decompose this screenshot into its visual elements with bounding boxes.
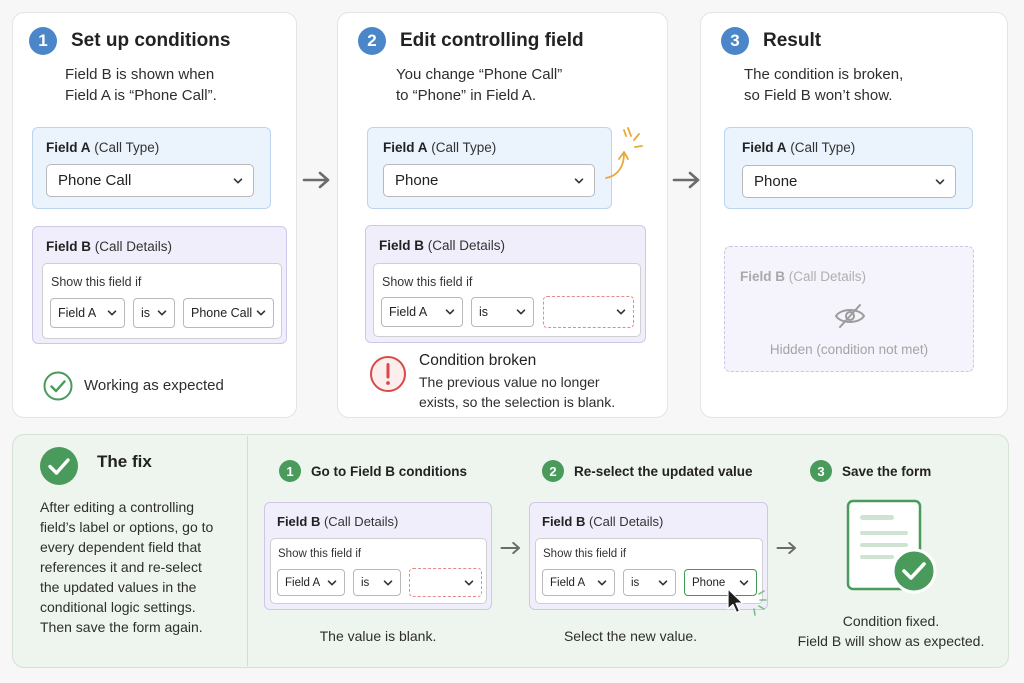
step2-cond-field-select[interactable]: Field A (381, 297, 463, 327)
step2-field-b-label: Field B (Call Details) (379, 238, 506, 253)
fix-step3-title: Save the form (842, 463, 932, 479)
step1-number-badge: 1 (29, 27, 57, 55)
fix-step2-cond-value-select[interactable]: Phone (684, 569, 757, 596)
fix-step2-title: Re-select the updated value (574, 463, 753, 479)
fix-step2-number-badge: 2 (542, 460, 564, 482)
step2-number-badge: 2 (358, 27, 386, 55)
arrow-right-icon (500, 540, 522, 556)
check-circle-icon (40, 447, 78, 485)
chevron-down-icon (574, 176, 584, 186)
step2-field-a-label: Field A (Call Type) (383, 140, 497, 155)
step2-header: 2 Edit controlling field (358, 27, 584, 55)
fix-description: After editing a controlling field’s labe… (40, 499, 214, 635)
fix-step3-number-badge: 3 (810, 460, 832, 482)
chevron-down-icon (157, 308, 167, 318)
step3-description: The condition is broken, so Field B won’… (744, 66, 904, 104)
step1-description: Field B is shown when Field A is “Phone … (65, 66, 217, 104)
step2-cond-op-select[interactable]: is (471, 297, 534, 327)
fix-title: The fix (97, 452, 152, 471)
step2-title: Edit controlling field (400, 30, 584, 51)
fix-step2-show-if-label: Show this field if (543, 548, 627, 560)
step1-cond-field-select[interactable]: Field A (50, 298, 125, 328)
step3-field-a-label: Field A (Call Type) (742, 140, 856, 155)
chevron-down-icon (464, 578, 474, 588)
step1-header: 1 Set up conditions (29, 27, 230, 55)
step2-panel (337, 12, 668, 418)
fix-step1-cond-value-select-blank[interactable] (409, 568, 482, 597)
fix-step1-field-b-label: Field B (Call Details) (277, 514, 399, 529)
fix-step1-cond-field-select[interactable]: Field A (277, 569, 345, 596)
step3-hidden-text: Hidden (condition not met) (769, 342, 929, 357)
chevron-down-icon (935, 177, 945, 187)
chevron-down-icon (516, 307, 526, 317)
step1-field-b-label: Field B (Call Details) (46, 239, 173, 254)
chevron-down-icon (107, 308, 117, 318)
step2-description: You change “Phone Call” to “Phone” in Fi… (396, 66, 563, 104)
cursor-icon (727, 588, 767, 616)
chevron-down-icon (739, 578, 749, 588)
step1-title: Set up conditions (71, 30, 231, 51)
fix-step3-caption: Condition fixed. Field B will show as ex… (797, 613, 985, 649)
fix-step2-header: 2 Re-select the updated value (542, 460, 753, 482)
chevron-down-icon (383, 578, 393, 588)
step2-field-a-select[interactable]: Phone (383, 164, 595, 197)
step1-field-a-label: Field A (Call Type) (46, 140, 160, 155)
step1-cond-op-select[interactable]: is (133, 298, 175, 328)
step3-title: Result (763, 30, 822, 51)
step3-hidden-field-b (724, 246, 974, 372)
fix-step1-header: 1 Go to Field B conditions (279, 460, 467, 482)
step1-cond-value-select[interactable]: Phone Call (183, 298, 274, 328)
arrow-right-icon (672, 170, 702, 190)
step2-error-text: The previous value no longer exists, so … (419, 374, 616, 410)
fix-step2-field-b-label: Field B (Call Details) (542, 514, 664, 529)
arrow-right-icon (302, 170, 332, 190)
step2-cond-value-select-blank[interactable] (543, 296, 634, 328)
fix-step1-cond-op-select[interactable]: is (353, 569, 401, 596)
spark-icon (605, 127, 643, 179)
arrow-right-icon (776, 540, 798, 556)
fix-step2-cond-op-select[interactable]: is (623, 569, 676, 596)
fix-step2-caption: Select the new value. (563, 628, 698, 644)
step1-field-a-select[interactable]: Phone Call (46, 164, 254, 197)
fix-divider (247, 436, 248, 666)
step1-status-text: Working as expected (84, 377, 224, 394)
step3-number-badge: 3 (721, 27, 749, 55)
chevron-down-icon (233, 176, 243, 186)
chevron-down-icon (658, 578, 668, 588)
fix-panel (12, 434, 1009, 668)
check-circle-icon (43, 371, 73, 401)
step1-show-if-label: Show this field if (51, 275, 142, 289)
alert-circle-icon (370, 356, 406, 392)
fix-step1-show-if-label: Show this field if (278, 548, 362, 560)
fix-step1-caption: The value is blank. (319, 628, 437, 644)
eye-off-icon (834, 304, 866, 328)
chevron-down-icon (616, 307, 626, 317)
fix-step1-title: Go to Field B conditions (311, 463, 467, 479)
fix-step2-cond-field-select[interactable]: Field A (542, 569, 615, 596)
step2-show-if-label: Show this field if (382, 275, 473, 289)
step2-error-title: Condition broken (419, 352, 537, 369)
step3-field-b-label: Field B (Call Details) (740, 269, 867, 284)
fix-step3-header: 3 Save the form (810, 460, 931, 482)
document-check-icon (846, 499, 937, 594)
step3-header: 3 Result (721, 27, 821, 55)
chevron-down-icon (597, 578, 607, 588)
chevron-down-icon (327, 578, 337, 588)
chevron-down-icon (256, 308, 266, 318)
step3-field-a-select[interactable]: Phone (742, 165, 956, 198)
chevron-down-icon (445, 307, 455, 317)
step1-panel (12, 12, 297, 418)
fix-step1-number-badge: 1 (279, 460, 301, 482)
